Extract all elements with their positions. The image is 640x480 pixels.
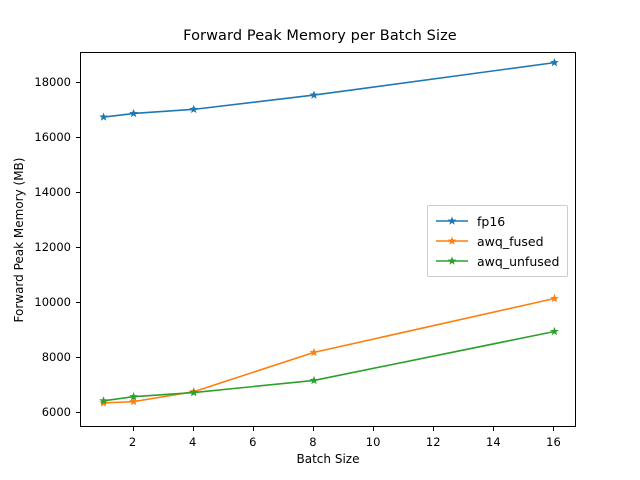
series-awq_fused <box>99 293 559 407</box>
x-tick-mark <box>433 427 435 431</box>
data-point-marker <box>129 108 138 118</box>
series-line <box>102 330 556 402</box>
y-tick-mark <box>76 246 80 248</box>
y-tick-mark <box>76 81 80 83</box>
x-axis-tick-labels: 2 4 6 8 10 12 14 16 <box>80 429 576 449</box>
legend-swatch-icon <box>435 214 469 228</box>
data-point-marker <box>129 397 138 406</box>
y-tick-mark <box>76 356 80 358</box>
legend-swatch-icon <box>435 254 469 268</box>
legend-item-awq_fused[interactable]: awq_fused <box>435 231 559 251</box>
legend-label: awq_unfused <box>477 253 560 269</box>
x-tick-label: 4 <box>189 435 197 449</box>
chart-title: Forward Peak Memory per Batch Size <box>183 28 457 44</box>
y-tick-mark <box>76 301 80 303</box>
x-tick-mark <box>192 427 194 431</box>
x-tick-label: 16 <box>546 435 561 449</box>
y-tick-mark <box>76 136 80 138</box>
data-point-marker <box>550 326 559 336</box>
x-tick-label: 8 <box>309 435 317 449</box>
data-point-marker <box>189 387 199 397</box>
data-point-marker <box>129 392 138 401</box>
y-tick-label: 8000 <box>41 349 71 364</box>
data-point-marker <box>550 293 559 303</box>
legend-label: awq_fused <box>477 233 544 249</box>
chart-legend: fp16 awq_fused awq_unfused <box>427 205 569 277</box>
y-tick-mark <box>76 411 80 413</box>
y-tick-label: 6000 <box>41 404 71 419</box>
data-point-marker <box>550 58 559 67</box>
x-tick-mark <box>493 427 495 431</box>
series-line <box>102 61 556 118</box>
y-tick-mark <box>76 191 80 193</box>
data-point-marker <box>309 347 319 357</box>
x-tick-mark <box>373 427 375 431</box>
series-line <box>102 297 556 404</box>
x-tick-label: 12 <box>425 435 441 449</box>
x-axis-label: Batch Size <box>296 452 360 466</box>
x-tick-mark <box>312 427 314 431</box>
series-fp16 <box>99 58 559 121</box>
y-tick-label: 16000 <box>34 129 71 144</box>
data-point-marker <box>189 104 199 114</box>
legend-swatch-icon <box>435 234 469 248</box>
legend-item-fp16[interactable]: fp16 <box>435 211 559 231</box>
plot-area <box>80 52 576 427</box>
data-point-marker <box>309 90 319 99</box>
data-point-marker <box>99 112 108 121</box>
x-tick-label: 2 <box>128 435 137 449</box>
plot-lines <box>99 58 559 407</box>
x-tick-label: 14 <box>486 435 501 449</box>
y-tick-label: 14000 <box>34 184 71 199</box>
legend-item-awq_unfused[interactable]: awq_unfused <box>435 251 559 271</box>
y-tick-label: 10000 <box>34 294 71 309</box>
x-tick-mark <box>553 427 555 431</box>
x-tick-mark <box>132 427 134 431</box>
series-awq_unfused <box>99 326 559 405</box>
y-tick-label: 12000 <box>34 239 71 254</box>
data-point-marker <box>309 375 319 385</box>
y-tick-label: 18000 <box>34 74 71 89</box>
data-point-marker <box>99 396 108 405</box>
x-tick-label: 10 <box>365 435 381 449</box>
x-tick-label: 6 <box>249 435 257 449</box>
y-axis-tick-labels: 6000 8000 10000 12000 14000 16000 18000 <box>0 52 71 427</box>
legend-label: fp16 <box>477 213 506 229</box>
x-tick-mark <box>252 427 254 431</box>
